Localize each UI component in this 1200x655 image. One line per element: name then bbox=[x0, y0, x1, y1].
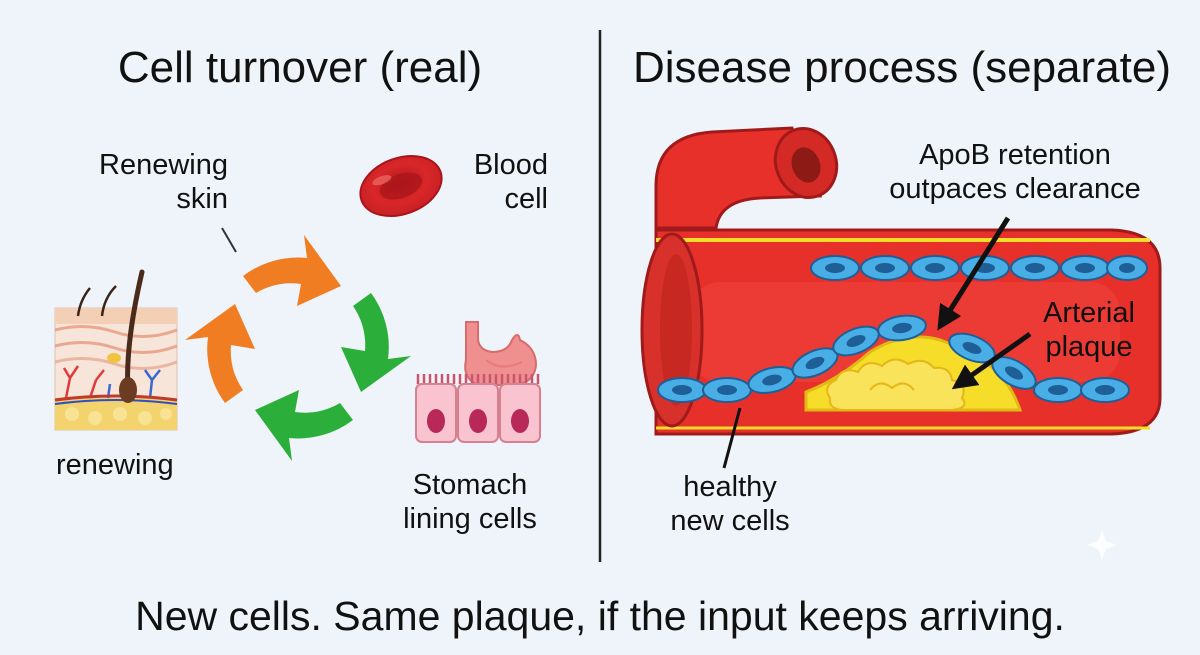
endothelial-cells-bottom bbox=[657, 314, 1130, 403]
renewing-skin-label: Renewing skin bbox=[99, 149, 228, 216]
left-panel-title: Cell turnover (real) bbox=[117, 43, 483, 92]
endothelial-cells-top bbox=[810, 255, 1148, 281]
renewing-label: renewing bbox=[56, 449, 174, 481]
footer-caption: New cells. Same plaque, if the input kee… bbox=[135, 593, 1065, 639]
stomach-lining-label: Stomach lining cells bbox=[403, 469, 537, 536]
cycle-arrow-orange-top bbox=[243, 235, 341, 306]
cycle-arrow-green-right bbox=[341, 293, 411, 392]
artery-illustration bbox=[640, 126, 1162, 436]
stomach-lining-cells bbox=[415, 383, 541, 443]
apob-arrow bbox=[937, 216, 1011, 331]
skin-label-pointer bbox=[221, 227, 237, 253]
blood-cell-icon bbox=[359, 155, 443, 217]
skin-icon bbox=[54, 269, 178, 431]
plaque-arrow bbox=[951, 331, 1032, 390]
apob-label: ApoB retention outpaces clearance bbox=[889, 139, 1141, 206]
turnover-cycle bbox=[185, 235, 411, 461]
sparkle-icon bbox=[1087, 530, 1117, 560]
right-panel-title: Disease process (separate) bbox=[632, 43, 1171, 92]
healthy-cells-label: healthy new cells bbox=[670, 471, 790, 538]
plaque-label: Arterial plaque bbox=[1043, 297, 1135, 364]
stomach-icon bbox=[416, 321, 540, 386]
cycle-arrow-green-bottom bbox=[255, 390, 353, 461]
blood-cell-label: Blood cell bbox=[473, 149, 548, 216]
healthy-cells-pointer bbox=[722, 407, 742, 469]
cycle-arrow-orange-left bbox=[185, 304, 255, 403]
